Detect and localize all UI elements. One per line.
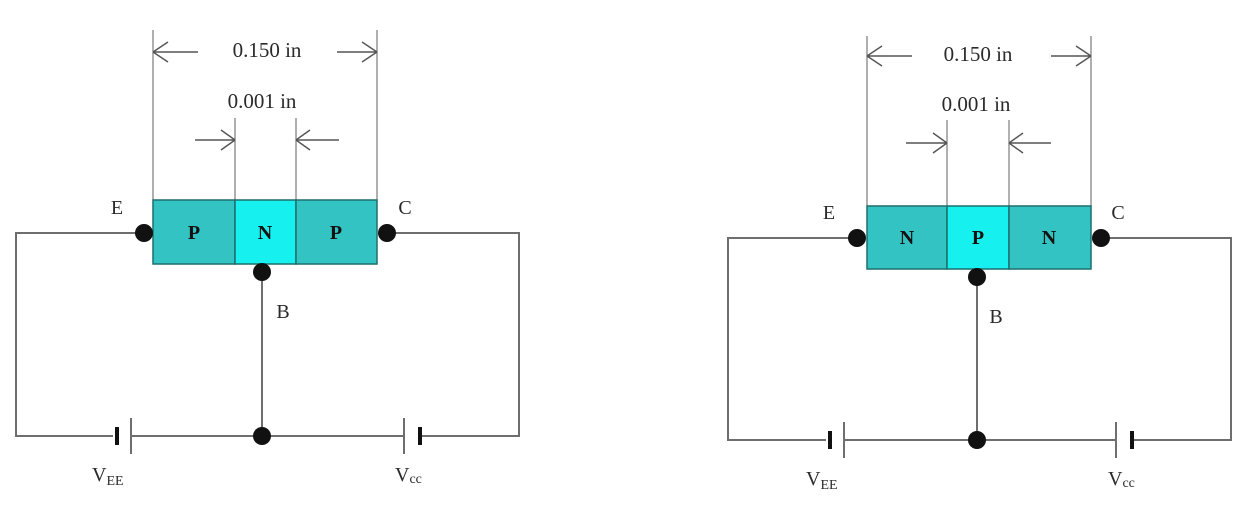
ground-junction-dot	[253, 427, 271, 445]
base-width-arrows	[906, 132, 1051, 154]
vee-label: VEE	[92, 464, 124, 489]
vcc-battery	[403, 418, 422, 454]
pnp-transistor-diagram: 0.150 in 0.001 in P N P E C B VEE	[15, 30, 520, 489]
collector-region-label: N	[1042, 227, 1057, 249]
vee-battery	[115, 418, 132, 454]
base-region	[234, 199, 297, 265]
npn-transistor-diagram: 0.150 in 0.001 in N P N E C B VEE Vcc	[727, 36, 1232, 493]
vee-battery	[828, 422, 845, 458]
base-region-label: P	[972, 227, 984, 249]
outer-width-label: 0.150 in	[233, 38, 302, 62]
emitter-junction-dot	[135, 224, 153, 242]
emitter-region-label: P	[188, 222, 200, 244]
base-terminal-label: B	[276, 301, 289, 323]
vee-label: VEE	[806, 468, 838, 493]
base-region-label: N	[258, 222, 273, 244]
outer-width-arrows	[152, 41, 378, 63]
base-terminal-label: B	[989, 306, 1002, 328]
base-width-label: 0.001 in	[228, 89, 297, 113]
vcc-battery	[1115, 422, 1134, 458]
emitter-region-label: N	[900, 227, 915, 249]
collector-junction-dot	[378, 224, 396, 242]
base-junction-dot	[253, 263, 271, 281]
collector-junction-dot	[1092, 229, 1110, 247]
ground-junction-dot	[968, 431, 986, 449]
collector-loop-wire	[387, 232, 520, 437]
emitter-terminal-label: E	[823, 202, 835, 224]
collector-terminal-label: C	[1111, 202, 1124, 224]
base-width-arrows	[195, 129, 339, 151]
collector-loop-wire	[1101, 237, 1232, 441]
emitter-region	[866, 205, 948, 270]
base-width-label: 0.001 in	[942, 92, 1011, 116]
vcc-label: Vcc	[395, 464, 422, 487]
emitter-loop-wire	[727, 237, 856, 441]
collector-terminal-label: C	[398, 197, 411, 219]
emitter-junction-dot	[848, 229, 866, 247]
collector-region	[1008, 205, 1092, 270]
base-junction-dot	[968, 268, 986, 286]
vcc-label: Vcc	[1108, 468, 1135, 491]
emitter-loop-wire	[15, 232, 143, 437]
emitter-terminal-label: E	[111, 197, 123, 219]
collector-region	[295, 199, 378, 265]
collector-region-label: P	[330, 222, 342, 244]
outer-width-arrows	[866, 45, 1092, 67]
outer-width-label: 0.150 in	[944, 42, 1013, 66]
